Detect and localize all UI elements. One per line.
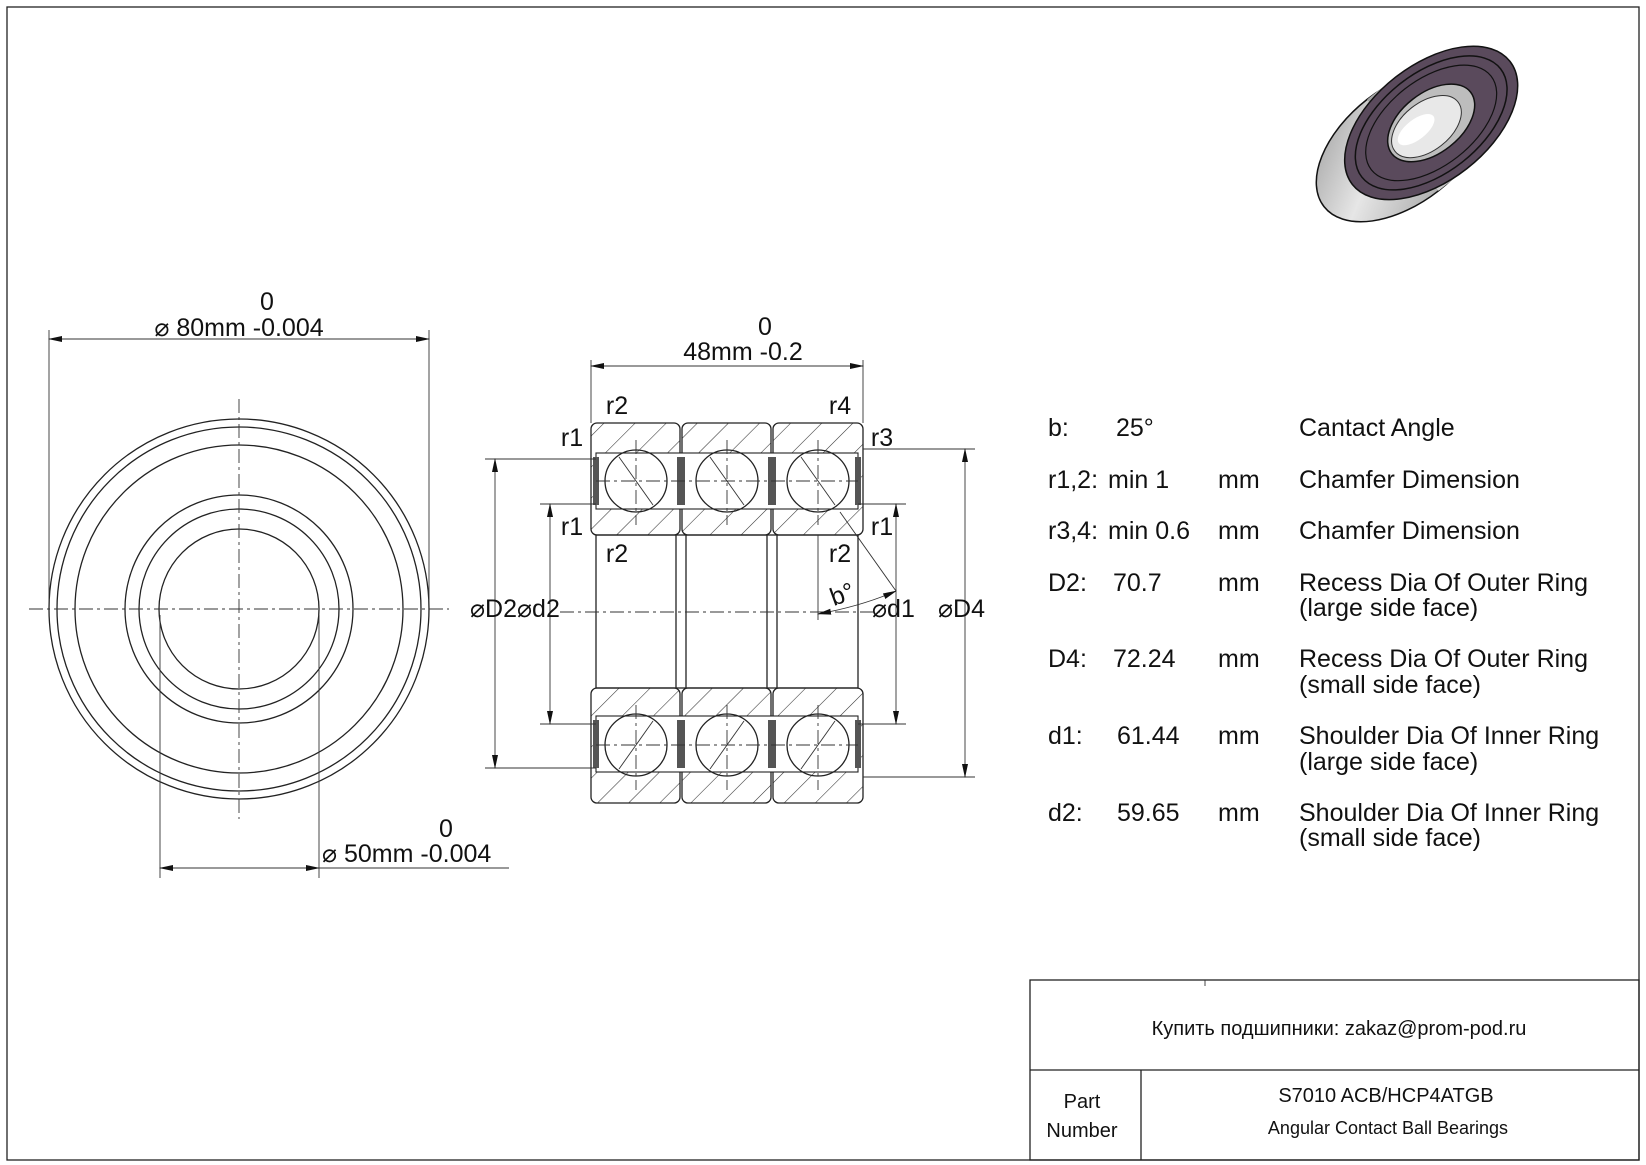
label-r4-top: r4 (829, 392, 851, 420)
label-r1-mid-left: r1 (561, 513, 583, 541)
outer-dim-label: ⌀ 80mm -0.004 (154, 314, 323, 342)
spec-unit: mm (1218, 645, 1260, 673)
spec-desc: Chamfer Dimension (1299, 517, 1520, 545)
contact-email: Купить подшипники: zakaz@prom-pod.ru (1152, 1018, 1527, 1040)
part-number: S7010 ACB/HCP4ATGB (1278, 1085, 1493, 1107)
contact-angle-arc (817, 590, 897, 615)
spec-sym: d2: (1048, 799, 1083, 827)
spec-row: D2: 70.7 mm Recess Dia Of Outer Ring(large … (1048, 569, 1588, 622)
number-label: Number (1046, 1120, 1117, 1142)
spec-val: 72.24 (1113, 645, 1176, 673)
spec-row: r1,2: min 1 mm Chamfer Dimension (1048, 466, 1520, 494)
label-d1: ⌀d1 (872, 595, 915, 623)
spec-unit: mm (1218, 569, 1260, 597)
inner-dim-tolerance: 0 (439, 815, 453, 843)
title-block: Купить подшипники: zakaz@prom-pod.ru Par… (1029, 979, 1640, 1161)
label-D4: ⌀D4 (938, 595, 985, 623)
spec-val: 25° (1116, 414, 1154, 442)
spec-row: D4: 72.24 mm Recess Dia Of Outer Ring(small… (1048, 645, 1588, 699)
label-r3-top: r3 (871, 424, 893, 452)
part-type: Angular Contact Ball Bearings (1268, 1118, 1508, 1138)
front-view: 0 ⌀ 80mm -0.004 0 ⌀ 50mm -0.004 (29, 288, 509, 878)
label-D2-d2: ⌀D2⌀d2 (470, 595, 560, 623)
part-label: Part (1064, 1091, 1101, 1113)
label-r2-top: r2 (606, 392, 628, 420)
spec-sym: d1: (1048, 722, 1083, 750)
spec-desc: Recess Dia Of Outer Ring (1299, 569, 1588, 597)
spec-sym: b: (1048, 414, 1069, 442)
label-r1-top: r1 (561, 424, 583, 452)
spec-unit: mm (1218, 799, 1260, 827)
width-dim-label: 48mm -0.2 (683, 338, 802, 366)
spec-val: min 1 (1108, 466, 1169, 494)
spec-row: r3,4: min 0.6 mm Chamfer Dimension (1048, 517, 1520, 545)
spec-desc: Shoulder Dia Of Inner Ring (1299, 799, 1599, 827)
spec-sym: D2: (1048, 569, 1087, 597)
spec-desc: Recess Dia Of Outer Ring (1299, 645, 1588, 673)
inner-dim-label: ⌀ 50mm -0.004 (322, 840, 491, 868)
label-r1-mid-right: r1 (871, 513, 893, 541)
balls (596, 440, 858, 790)
outer-dim-tolerance: 0 (260, 288, 274, 316)
spec-unit: mm (1218, 722, 1260, 750)
spec-val: 61.44 (1117, 722, 1180, 750)
spec-sym: D4: (1048, 645, 1087, 673)
spec-unit: mm (1218, 466, 1260, 494)
spec-desc: Cantact Angle (1299, 414, 1455, 442)
label-r2-mid-left: r2 (606, 540, 628, 568)
label-contact-angle: b° (826, 577, 858, 611)
spec-val: 59.65 (1117, 799, 1180, 827)
spec-desc2: (large side face) (1299, 594, 1478, 622)
label-r2-mid-right: r2 (829, 540, 851, 568)
section-view: 0 48mm -0.2 r2 r4 r1 r3 r1 r2 r1 r2 b° ⌀… (470, 313, 985, 804)
spec-desc2: (large side face) (1299, 748, 1478, 776)
spec-desc: Shoulder Dia Of Inner Ring (1299, 722, 1599, 750)
sheet-border (6, 6, 1640, 1161)
spec-desc: Chamfer Dimension (1299, 466, 1520, 494)
spec-val: 70.7 (1113, 569, 1162, 597)
spec-sym: r3,4: (1048, 517, 1098, 545)
bearing-3d-image (1315, 45, 1519, 223)
spec-unit: mm (1218, 517, 1260, 545)
width-dim-tolerance: 0 (758, 313, 772, 341)
spec-sym: r1,2: (1048, 466, 1098, 494)
spec-desc2: (small side face) (1299, 671, 1481, 699)
spec-desc2: (small side face) (1299, 824, 1481, 852)
spec-row: d2: 59.65 mm Shoulder Dia Of Inner Ring(sma… (1048, 799, 1599, 852)
spec-row: b: 25° Cantact Angle (1048, 414, 1455, 442)
spec-val: min 0.6 (1108, 517, 1190, 545)
spec-row: d1: 61.44 mm Shoulder Dia Of Inner Ring(lar… (1048, 722, 1599, 776)
